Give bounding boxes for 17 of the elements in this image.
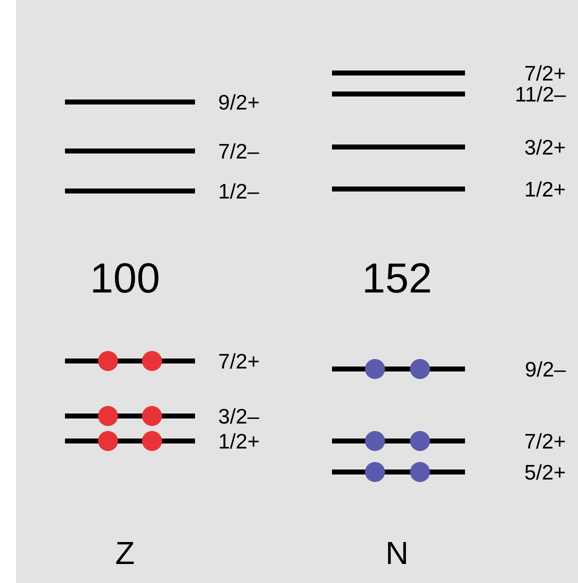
axis-label: Z — [116, 542, 134, 564]
spin-label: 11/2– — [516, 86, 566, 102]
spin-label: 3/2+ — [525, 139, 565, 155]
magic-number-label: 152 — [365, 263, 430, 293]
spin-label: 1/2+ — [526, 181, 565, 197]
spin-label: 7/2+ — [525, 65, 565, 81]
spin-label: 1/2– — [220, 183, 260, 199]
spin-label: 3/2– — [219, 408, 260, 424]
spin-label: 5/2+ — [525, 464, 565, 480]
spin-label: 9/2+ — [219, 94, 259, 110]
spin-label: 1/2+ — [220, 433, 259, 449]
spin-label: 9/2– — [526, 361, 566, 377]
axis-label: N — [388, 542, 406, 564]
spin-label: 7/2+ — [525, 433, 565, 449]
spin-label: 7/2– — [219, 143, 260, 159]
spin-label: 7/2+ — [219, 353, 259, 369]
magic-number-label: 100 — [93, 263, 158, 293]
